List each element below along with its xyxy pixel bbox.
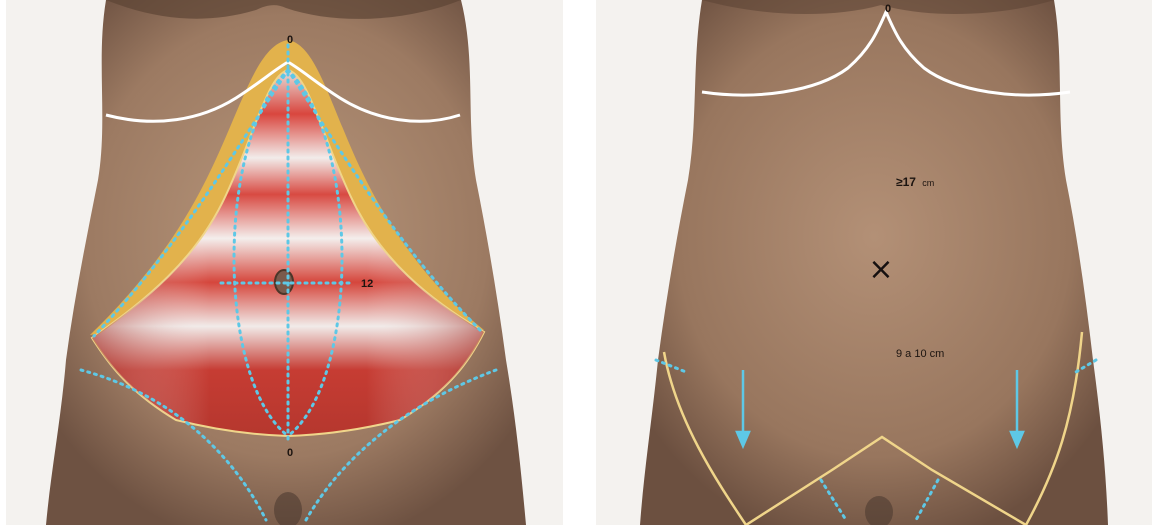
right-lower-measure-label: 9 a 10 cm [896, 348, 944, 360]
left-bottom-zero-label: 0 [287, 447, 293, 459]
right-upper-measure-label: ≥17 cm [896, 175, 934, 189]
left-torso-illustration: 0 12 0 [6, 0, 563, 525]
right-top-zero-label: 0 [885, 3, 891, 15]
right-anatomy-panel: × 0 ≥17 cm 9 a 10 cm [596, 0, 1152, 525]
right-navel-cross: × [868, 252, 893, 287]
left-anatomy-panel: 0 12 0 [6, 0, 563, 525]
right-torso-illustration: × 0 ≥17 cm 9 a 10 cm [596, 0, 1152, 525]
left-top-zero-label: 0 [287, 34, 293, 46]
left-side-label: 12 [361, 278, 373, 290]
